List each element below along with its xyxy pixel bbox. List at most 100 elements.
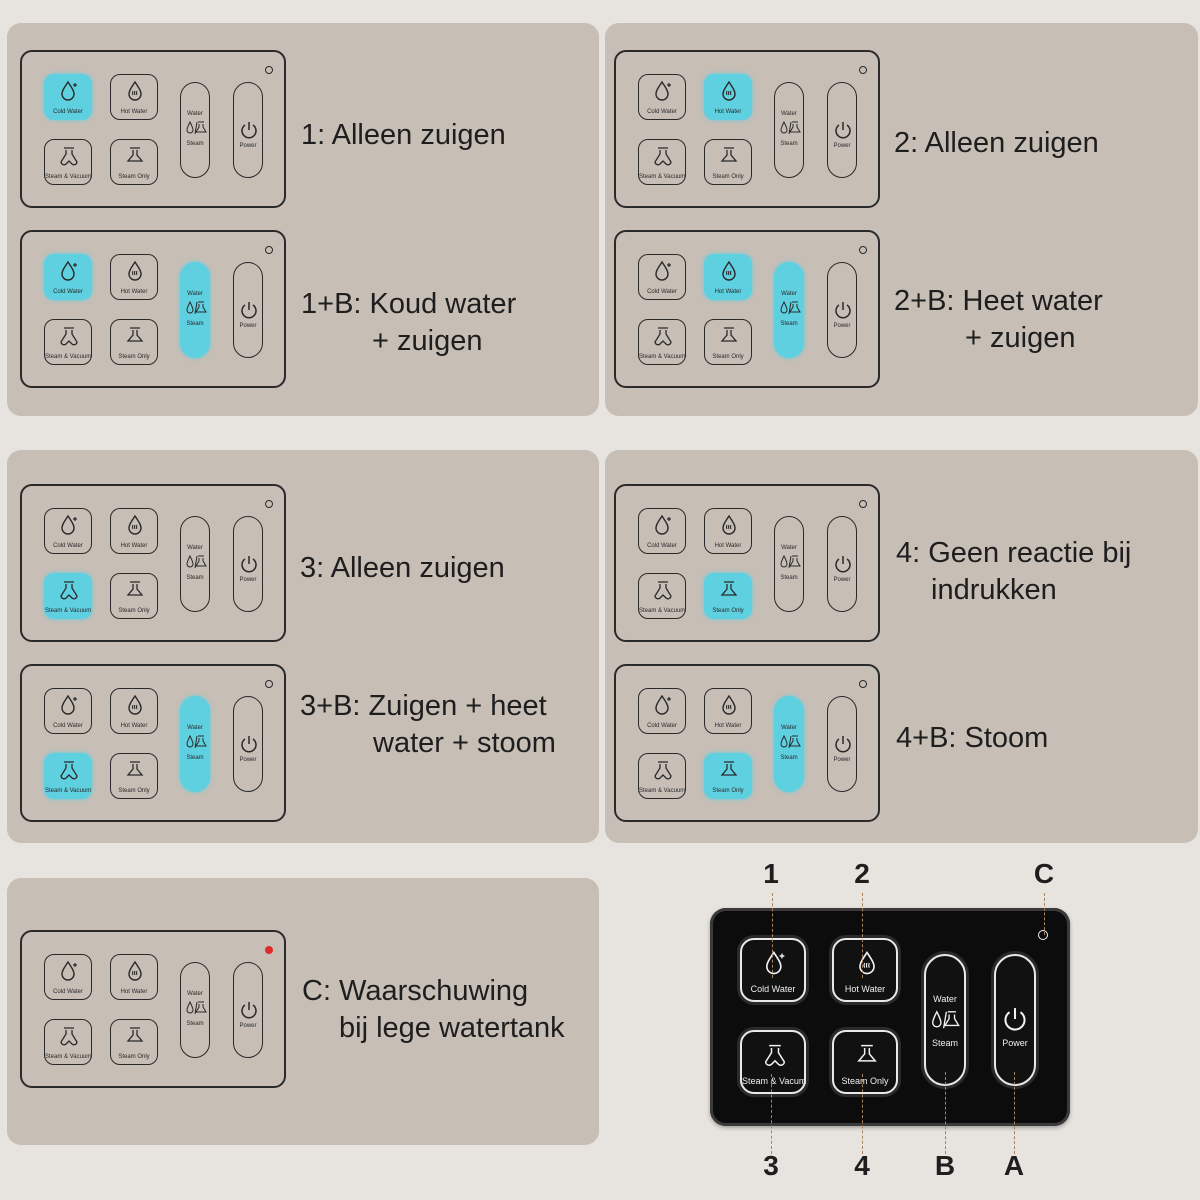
- power-label: Power: [239, 143, 257, 149]
- water-steam-icon: [780, 555, 801, 569]
- cold-water-button[interactable]: Cold Water: [44, 508, 92, 554]
- power-button[interactable]: Power: [233, 962, 263, 1058]
- steam-nozzle-icon: [857, 1044, 877, 1062]
- steam-vacuum-button[interactable]: Steam & Vacuum: [44, 573, 92, 619]
- steam-only-label: Steam Only: [118, 788, 150, 794]
- power-label: Power: [833, 577, 851, 583]
- hot-water-button[interactable]: Hot Water: [704, 688, 752, 734]
- power-button[interactable]: Power: [827, 516, 857, 612]
- water-label: Water: [781, 111, 797, 117]
- water-steam-button[interactable]: Water Steam: [774, 262, 804, 358]
- device-steam-vacuum-button[interactable]: Steam & Vacum: [740, 1030, 806, 1094]
- steam-vacuum-button[interactable]: Steam & Vacuum: [638, 753, 686, 799]
- cold-water-button[interactable]: Cold Water: [638, 254, 686, 300]
- water-steam-button[interactable]: Water Steam: [180, 696, 210, 792]
- steam-only-button[interactable]: Steam Only: [704, 139, 752, 185]
- info-indicator-icon: [265, 66, 273, 74]
- card-hot-water: [605, 23, 1198, 416]
- steam-vacuum-button[interactable]: Steam & Vacuum: [44, 319, 92, 365]
- water-steam-button[interactable]: Water Steam: [774, 696, 804, 792]
- cold-water-button[interactable]: Cold Water: [44, 954, 92, 1000]
- device-cold-water-button[interactable]: Cold Water: [740, 938, 806, 1002]
- hot-water-button[interactable]: Hot Water: [704, 254, 752, 300]
- power-icon: [835, 122, 851, 139]
- control-panel-c1b: Cold Water Hot Water Steam & Vacuum Stea…: [20, 230, 286, 388]
- power-button[interactable]: Power: [233, 82, 263, 178]
- hot-water-drop-icon: [128, 260, 142, 281]
- power-button[interactable]: Power: [233, 516, 263, 612]
- info-indicator-icon: [265, 500, 273, 508]
- card-cold-water: [7, 23, 599, 416]
- hot-water-button[interactable]: Hot Water: [704, 74, 752, 120]
- water-label: Water: [781, 725, 797, 731]
- cold-water-button[interactable]: Cold Water: [44, 74, 92, 120]
- hot-water-button[interactable]: Hot Water: [110, 74, 158, 120]
- power-button[interactable]: Power: [827, 82, 857, 178]
- steam-only-button[interactable]: Steam Only: [110, 319, 158, 365]
- device-steam-only-button[interactable]: Steam Only: [832, 1030, 898, 1094]
- water-steam-button[interactable]: Water Steam: [180, 962, 210, 1058]
- steam-vacuum-button[interactable]: Steam & Vacuum: [638, 319, 686, 365]
- steam-only-button[interactable]: Steam Only: [704, 573, 752, 619]
- power-button[interactable]: Power: [233, 696, 263, 792]
- power-button[interactable]: Power: [827, 696, 857, 792]
- device-hot-water-button[interactable]: Hot Water: [832, 938, 898, 1002]
- hot-water-label: Hot Water: [714, 109, 742, 115]
- caption-c: C: Waarschuwing bij lege watertank: [302, 973, 565, 1047]
- steam-vacuum-button[interactable]: Steam & Vacuum: [44, 753, 92, 799]
- hot-water-button[interactable]: Hot Water: [704, 508, 752, 554]
- cold-water-label: Cold Water: [53, 723, 83, 729]
- caption-1: 1: Alleen zuigen: [301, 117, 506, 154]
- steam-only-button[interactable]: Steam Only: [704, 319, 752, 365]
- caption-3b: 3+B: Zuigen + heet water + stoom: [300, 688, 556, 762]
- steam-vacuum-button[interactable]: Steam & Vacuum: [638, 573, 686, 619]
- hot-water-label: Hot Water: [120, 723, 148, 729]
- callout-line-a: [1014, 1072, 1015, 1154]
- cold-water-button[interactable]: Cold Water: [44, 688, 92, 734]
- power-label: Power: [833, 323, 851, 329]
- water-steam-button[interactable]: Water Steam: [180, 516, 210, 612]
- steam-vacuum-button[interactable]: Steam & Vacuum: [44, 1019, 92, 1065]
- steam-only-button[interactable]: Steam Only: [110, 139, 158, 185]
- steam-vacuum-label: Steam & Vacuum: [45, 608, 92, 614]
- hot-water-button[interactable]: Hot Water: [110, 508, 158, 554]
- caption-line: bij lege watertank: [339, 1012, 565, 1044]
- hot-water-label: Hot Water: [120, 109, 148, 115]
- hot-water-button[interactable]: Hot Water: [110, 254, 158, 300]
- water-steam-button[interactable]: Water Steam: [774, 82, 804, 178]
- device-water-steam-button[interactable]: Water Steam: [924, 954, 966, 1086]
- callout-b: B: [934, 1150, 956, 1181]
- cold-water-button[interactable]: Cold Water: [638, 508, 686, 554]
- water-steam-icon: [780, 121, 801, 135]
- device-control-panel: Cold Water Hot Water Steam & Vacum Steam…: [710, 908, 1070, 1126]
- cold-water-button[interactable]: Cold Water: [638, 74, 686, 120]
- steam-vacuum-button[interactable]: Steam & Vacuum: [44, 139, 92, 185]
- cold-water-button[interactable]: Cold Water: [44, 254, 92, 300]
- steam-only-button[interactable]: Steam Only: [704, 753, 752, 799]
- info-indicator-icon: [265, 246, 273, 254]
- steam-only-button[interactable]: Steam Only: [110, 1019, 158, 1065]
- steam-vacuum-button[interactable]: Steam & Vacuum: [638, 139, 686, 185]
- power-button[interactable]: Power: [827, 262, 857, 358]
- control-panel-c4: Cold Water Hot Water Steam & Vacuum Stea…: [614, 484, 880, 642]
- hot-water-button[interactable]: Hot Water: [110, 954, 158, 1000]
- water-steam-button[interactable]: Water Steam: [180, 262, 210, 358]
- caption-1b: 1+B: Koud water + zuigen: [301, 286, 516, 360]
- cold-water-button[interactable]: Cold Water: [638, 688, 686, 734]
- steam-only-button[interactable]: Steam Only: [110, 573, 158, 619]
- device-power-button[interactable]: Power: [994, 954, 1036, 1086]
- water-drop-icon: [61, 260, 77, 281]
- hot-water-button[interactable]: Hot Water: [110, 688, 158, 734]
- water-steam-button[interactable]: Water Steam: [180, 82, 210, 178]
- power-button[interactable]: Power: [233, 262, 263, 358]
- power-icon: [241, 556, 257, 573]
- power-label: Power: [239, 757, 257, 763]
- hot-water-drop-icon: [128, 514, 142, 535]
- steam-only-button[interactable]: Steam Only: [110, 753, 158, 799]
- info-indicator-icon: [859, 500, 867, 508]
- hot-water-label: Hot Water: [120, 543, 148, 549]
- water-label: Water: [781, 291, 797, 297]
- water-steam-button[interactable]: Water Steam: [774, 516, 804, 612]
- device-water-label: Water: [933, 994, 957, 1004]
- info-indicator-icon: [859, 680, 867, 688]
